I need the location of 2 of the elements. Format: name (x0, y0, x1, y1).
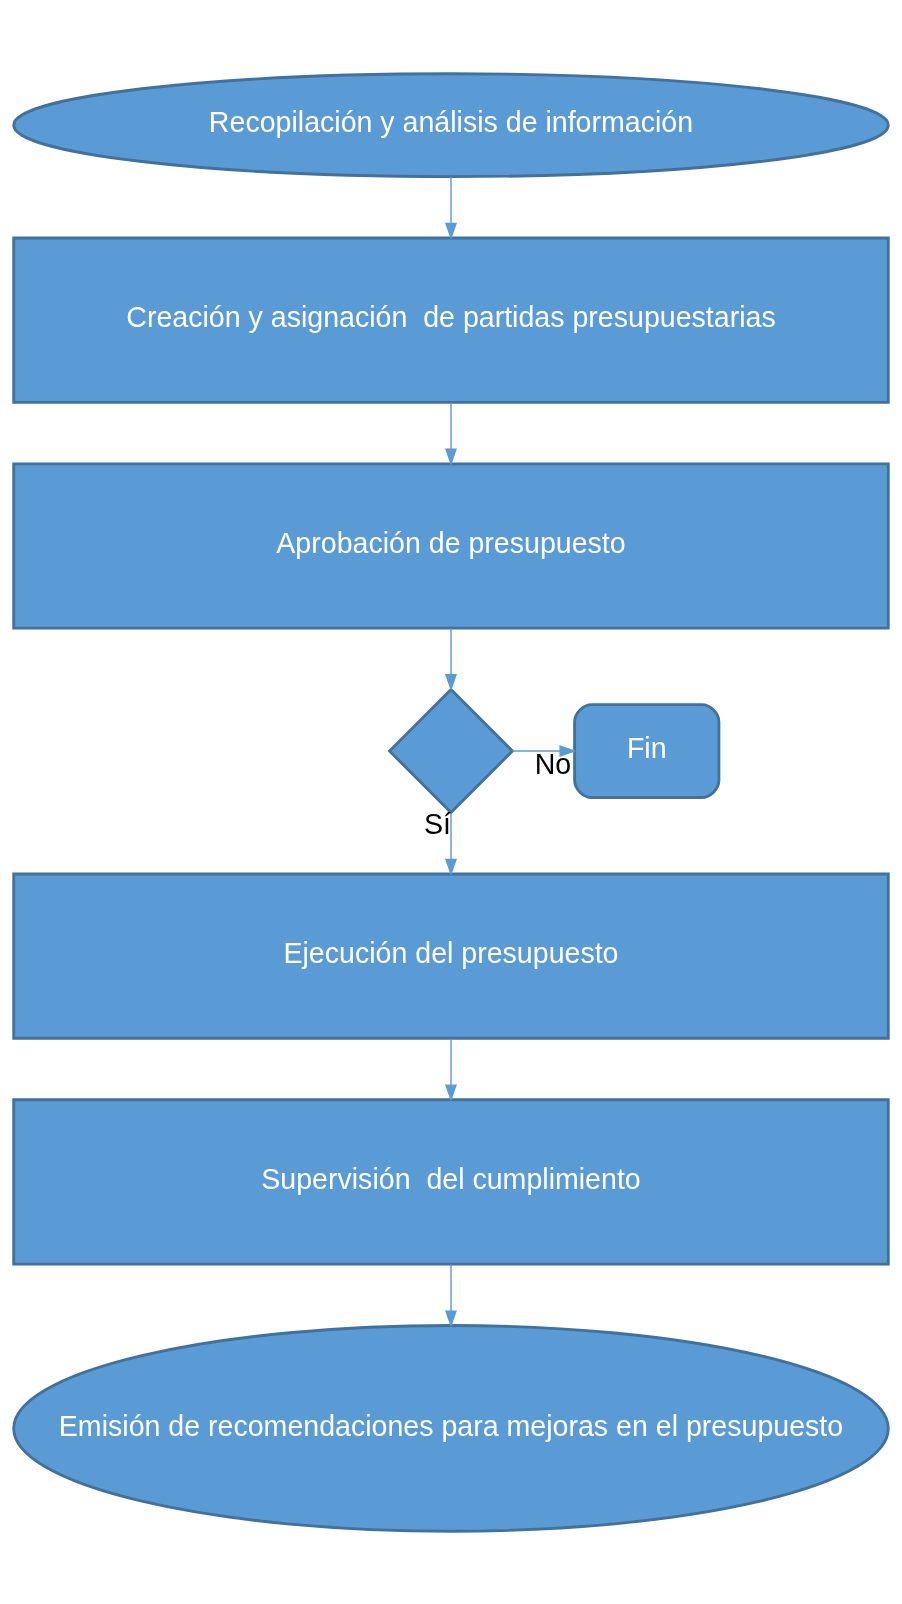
edge-label: Sí (423, 807, 451, 840)
edge-label: No (534, 747, 572, 780)
